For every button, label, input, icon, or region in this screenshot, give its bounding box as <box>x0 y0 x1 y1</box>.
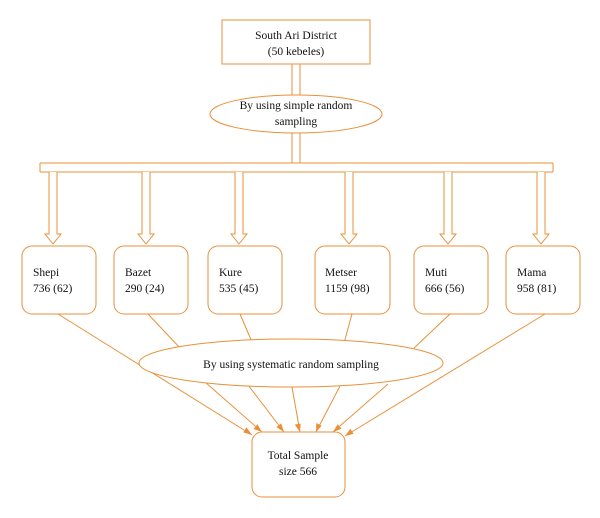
arrow-down-icon <box>339 172 359 245</box>
sampling1-line1: By using simple random <box>240 100 353 112</box>
kebele-name: Mama <box>517 267 546 279</box>
kebele-box-shepi: Shepi 736 (62) <box>21 245 97 315</box>
systematic-random-sampling-ellipse: By using systematic random sampling <box>138 338 444 388</box>
arrow-down-icon <box>229 172 249 245</box>
arrowhead-icon <box>243 427 252 435</box>
total-sample-line2: size 566 <box>279 466 317 478</box>
kebele-box-kure: Kure 535 (45) <box>207 245 283 315</box>
kebele-value: 1159 (98) <box>325 283 370 295</box>
connector-lines <box>39 64 554 173</box>
kebele-box-metser: Metser 1159 (98) <box>314 245 391 315</box>
kebele-name: Kure <box>219 267 242 279</box>
kebele-value: 736 (62) <box>33 283 72 295</box>
kebele-value: 958 (81) <box>517 283 556 295</box>
total-sample-line1: Total Sample <box>268 450 329 462</box>
kebele-name: Metser <box>325 267 357 279</box>
kebele-name: Shepi <box>33 267 59 279</box>
kebele-value: 666 (56) <box>425 283 464 295</box>
sampling1-line2: sampling <box>275 116 317 128</box>
arrow-down-icon <box>136 172 156 245</box>
arrowhead-icon <box>276 423 284 432</box>
arrowheads <box>243 423 354 436</box>
arrow-down-icon <box>43 172 63 245</box>
converging-arrows <box>57 313 546 437</box>
kebele-value: 290 (24) <box>125 283 164 295</box>
top-box: South Ari District (50 kebeles) <box>221 19 371 65</box>
arrowhead-icon <box>294 423 301 432</box>
kebele-box-mama: Mama 958 (81) <box>505 245 581 315</box>
arrow-down-icon <box>438 172 458 245</box>
kebele-box-muti: Muti 666 (56) <box>413 245 489 315</box>
arrowhead-icon <box>345 428 354 436</box>
kebele-value: 535 (45) <box>219 283 258 295</box>
top-box-line1: South Ari District <box>255 30 338 42</box>
arrowhead-icon <box>253 424 262 432</box>
hollow-arrows <box>43 172 551 245</box>
arrowhead-icon <box>316 423 322 432</box>
arrowhead-icon <box>333 424 342 432</box>
total-sample-box: Total Sample size 566 <box>251 431 346 498</box>
kebele-box-bazet: Bazet 290 (24) <box>113 245 189 315</box>
kebele-name: Bazet <box>125 267 152 279</box>
arrow-down-icon <box>531 172 551 245</box>
top-box-line2: (50 kebeles) <box>268 46 325 58</box>
kebele-name: Muti <box>425 267 447 279</box>
simple-random-sampling-ellipse: By using simple random sampling <box>209 94 383 134</box>
sampling2-label: By using systematic random sampling <box>203 359 379 371</box>
